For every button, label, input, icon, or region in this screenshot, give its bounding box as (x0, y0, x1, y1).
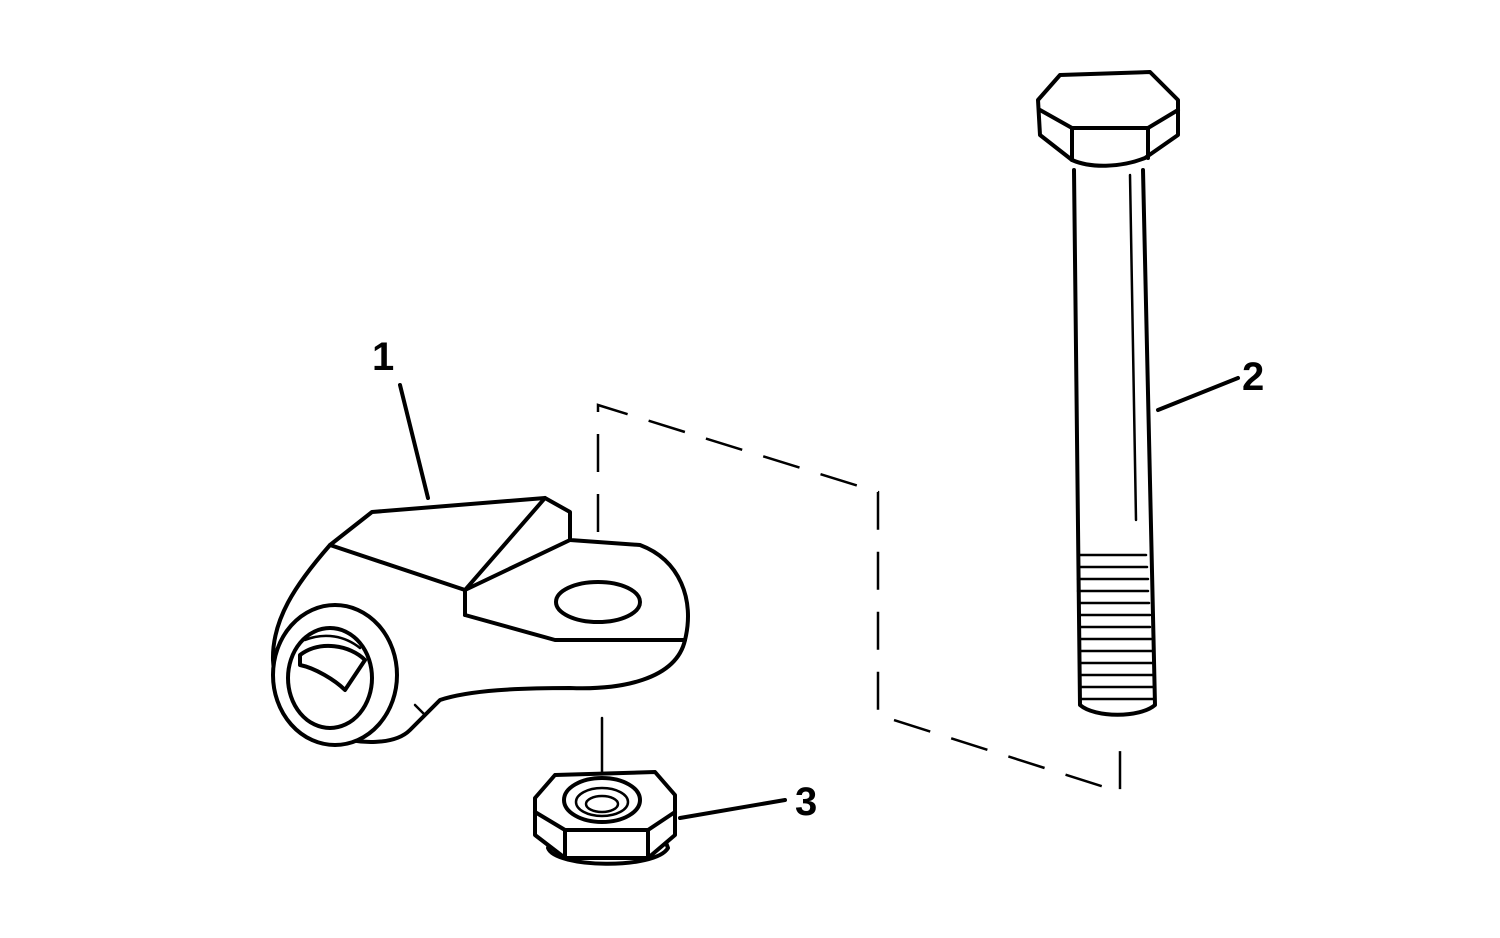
callout-3: 3 (795, 780, 817, 824)
callout-1: 1 (372, 335, 394, 379)
bolt-part (1036, 70, 1180, 717)
nut-part (533, 770, 677, 866)
bracket-part (270, 496, 690, 747)
bolt-threads (1076, 553, 1156, 701)
callout-2: 2 (1242, 355, 1264, 399)
leader-line-1 (398, 383, 430, 500)
leader-line-2 (1156, 376, 1240, 412)
leader-line-3 (678, 798, 787, 820)
